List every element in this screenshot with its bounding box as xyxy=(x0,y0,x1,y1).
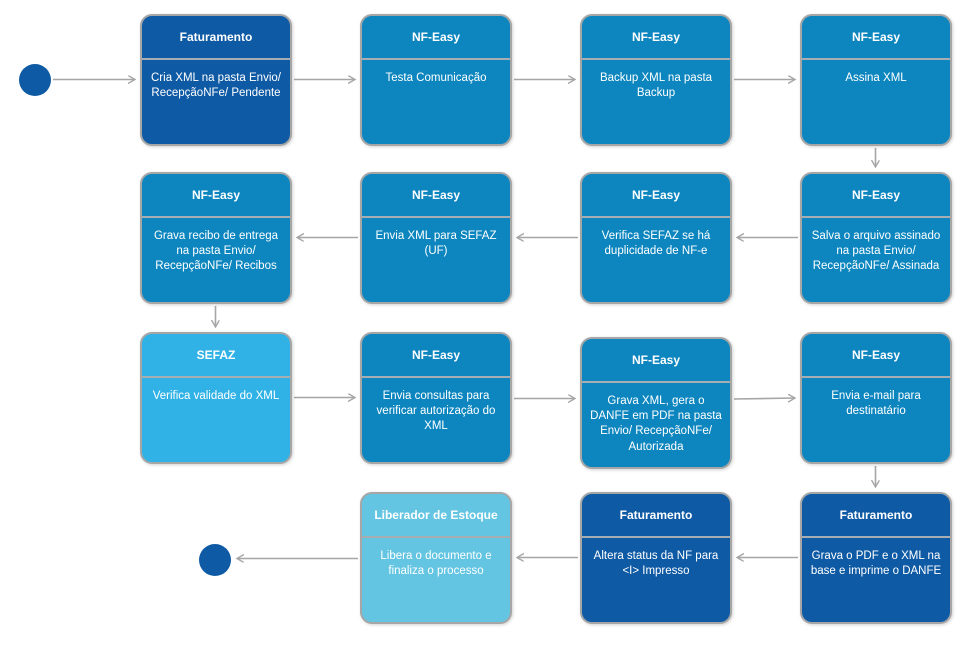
start-node xyxy=(19,64,51,96)
node-body: Salva o arquivo assinado na pasta Envio/… xyxy=(811,230,941,273)
node-body: Cria XML na pasta Envio/ RecepçãoNFe/ Pe… xyxy=(151,72,281,100)
node-body: Libera o documento e finaliza o processo xyxy=(380,550,492,578)
flow-node-backup-xml: NF-Easy Backup XML na pasta Backup xyxy=(580,14,732,146)
flow-node-grava-pdf-base: Faturamento Grava o PDF e o XML na base … xyxy=(800,492,952,624)
flow-node-cria-xml: Faturamento Cria XML na pasta Envio/ Rec… xyxy=(140,14,292,146)
flow-node-testa-comunicacao: NF-Easy Testa Comunicação xyxy=(360,14,512,146)
flow-node-grava-recibo: NF-Easy Grava recibo de entrega na pasta… xyxy=(140,172,292,304)
node-body: Testa Comunicação xyxy=(385,72,487,84)
node-header: NF-Easy xyxy=(802,334,950,378)
node-body: Altera status da NF para <I> Impresso xyxy=(593,550,719,578)
node-body: Verifica validade do XML xyxy=(152,390,280,402)
node-header: Liberador de Estoque xyxy=(362,494,510,538)
node-body: Grava o PDF e o XML na base e imprime o … xyxy=(810,550,942,578)
node-header: NF-Easy xyxy=(802,16,950,60)
node-header: NF-Easy xyxy=(582,339,730,383)
node-header: NF-Easy xyxy=(362,174,510,218)
node-header: NF-Easy xyxy=(582,174,730,218)
flow-node-verifica-validade: SEFAZ Verifica validade do XML xyxy=(140,332,292,464)
flow-node-salva-assinado: NF-Easy Salva o arquivo assinado na past… xyxy=(800,172,952,304)
flow-node-altera-status: Faturamento Altera status da NF para <I>… xyxy=(580,492,732,624)
node-header: NF-Easy xyxy=(802,174,950,218)
flow-node-libera-documento: Liberador de Estoque Libera o documento … xyxy=(360,492,512,624)
node-header: Faturamento xyxy=(142,16,290,60)
flow-node-assina-xml: NF-Easy Assina XML xyxy=(800,14,952,146)
flow-node-verifica-duplicidade: NF-Easy Verifica SEFAZ se há duplicidade… xyxy=(580,172,732,304)
node-body: Assina XML xyxy=(845,72,907,84)
node-body: Envia e-mail para destinatário xyxy=(831,390,921,418)
arrow-n11-n12 xyxy=(733,398,795,399)
node-header: NF-Easy xyxy=(142,174,290,218)
node-header: SEFAZ xyxy=(142,334,290,378)
end-node xyxy=(199,544,231,576)
node-header: Faturamento xyxy=(802,494,950,538)
node-header: NF-Easy xyxy=(582,16,730,60)
node-body: Envia XML para SEFAZ (UF) xyxy=(375,230,497,258)
flow-node-envia-consultas: NF-Easy Envia consultas para verificar a… xyxy=(360,332,512,464)
node-body: Verifica SEFAZ se há duplicidade de NF-e xyxy=(601,230,711,258)
flow-node-envia-email: NF-Easy Envia e-mail para destinatário xyxy=(800,332,952,464)
node-body: Envia consultas para verificar autorizaç… xyxy=(376,390,496,433)
flow-node-envia-xml-sefaz: NF-Easy Envia XML para SEFAZ (UF) xyxy=(360,172,512,304)
node-header: NF-Easy xyxy=(362,16,510,60)
node-body: Grava XML, gera o DANFE em PDF na pasta … xyxy=(590,395,722,453)
node-header: NF-Easy xyxy=(362,334,510,378)
node-header: Faturamento xyxy=(582,494,730,538)
node-body: Grava recibo de entrega na pasta Envio/ … xyxy=(153,230,279,273)
node-body: Backup XML na pasta Backup xyxy=(599,72,713,100)
flow-node-gera-danfe: NF-Easy Grava XML, gera o DANFE em PDF n… xyxy=(580,337,732,469)
